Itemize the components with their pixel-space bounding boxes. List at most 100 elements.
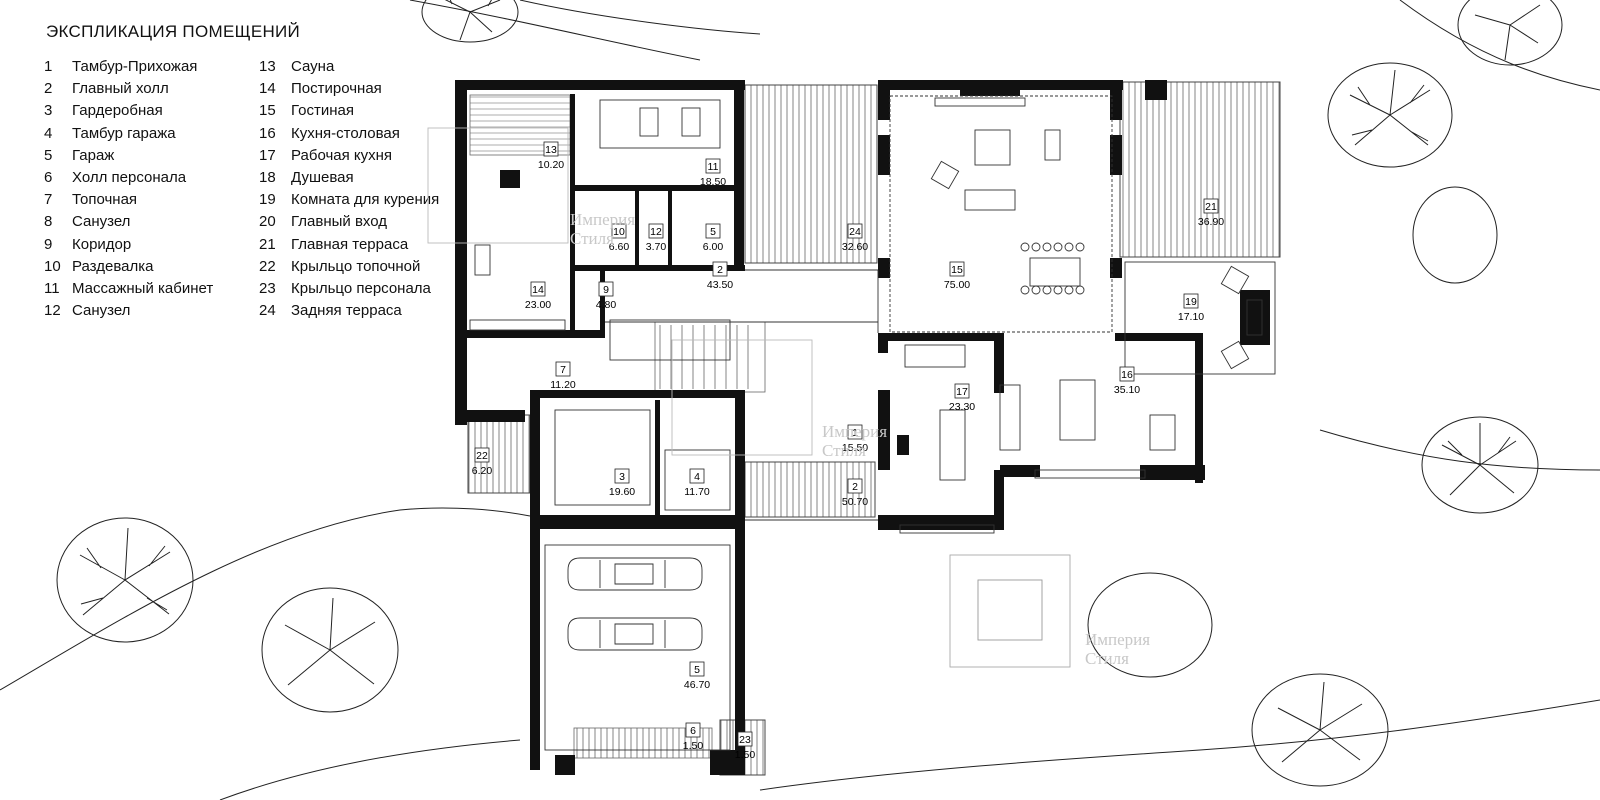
room-tag: 411.70 [684, 468, 710, 498]
tree-icon [56, 517, 194, 643]
room-tag-number: 13 [545, 144, 557, 156]
legend-item-number: 11 [44, 279, 60, 297]
legend-item-number: 17 [259, 146, 276, 164]
legend-item: 6 Холл персонала [40, 169, 255, 191]
room-tag-box [543, 141, 559, 157]
legend-item-number: 16 [259, 124, 276, 142]
room-tag-area: 32.60 [842, 241, 868, 253]
room-tag-area: 6.00 [703, 241, 724, 253]
room-tag-number: 12 [650, 226, 662, 238]
room-tag-number: 5 [710, 226, 716, 238]
legend-item-name: Сауна [291, 58, 335, 75]
room-tag-number: 6 [690, 725, 696, 737]
legend-title: ЭКСПЛИКАЦИЯ ПОМЕЩЕНИЙ [46, 22, 301, 41]
tree-icon [1457, 0, 1563, 66]
legend-item-name: Раздевалка [72, 257, 154, 275]
legend-item-name: Главная терраса [291, 235, 409, 253]
room-tag: 711.20 [550, 361, 576, 391]
legend-item-number: 20 [259, 213, 276, 231]
room-tag: 21 36.90 [1198, 198, 1224, 228]
room-tag-box [949, 261, 965, 277]
watermark-line-1: Империя [570, 210, 636, 229]
legend-item-name: Крыльцо персонала [291, 279, 431, 297]
terraces [467, 81, 1281, 776]
room-tag-box [705, 223, 721, 239]
room-tag-box [1119, 366, 1135, 382]
room-tag-box [1203, 198, 1219, 214]
room-tag-number: 22 [476, 450, 488, 462]
room-tag-box [847, 478, 863, 494]
room-tag-area: 23.30 [949, 401, 975, 413]
room-tag: 243.50 [707, 261, 733, 291]
room-tag-number: 4 [694, 471, 700, 483]
room-tag: 56.00 [703, 223, 724, 253]
room-tag-box [648, 223, 664, 239]
legend-item-number: 6 [44, 168, 53, 186]
room-tag-box [474, 447, 490, 463]
legend-item-number: 8 [44, 213, 53, 231]
room-tag-area: 4.80 [596, 299, 617, 311]
watermark: Империя Стиля [570, 210, 635, 248]
room-tag-number: 7 [560, 364, 566, 376]
room-tag-area: 75.00 [944, 279, 970, 291]
room-tag: 546.70 [684, 661, 710, 691]
room-tag-box [530, 281, 546, 297]
legend-item-number: 19 [259, 191, 276, 209]
watermark-line-1: Империя [1085, 630, 1151, 649]
legend-item-number: 24 [259, 302, 276, 320]
tree-icon [1087, 572, 1213, 678]
room-tag-area: 46.70 [684, 679, 710, 691]
room-tag-box [598, 281, 614, 297]
legend-item-number: 7 [44, 191, 53, 209]
room-tag-box [1183, 293, 1199, 309]
legend-item: 18 Душевая [255, 169, 439, 191]
room-tag-area: 1.50 [683, 740, 704, 752]
room-tag-area: 36.90 [1198, 216, 1224, 228]
room-tag-area: 23.00 [525, 299, 551, 311]
room-tag-number: 10 [613, 226, 625, 238]
room-tag: 61.50 [683, 722, 704, 752]
legend-item-name: Душевая [291, 168, 354, 186]
room-tag-number: 5 [694, 664, 700, 676]
room-tag: 115.50 [842, 424, 868, 454]
room-tag-area: 10.20 [538, 159, 564, 171]
room-tag-area: 15.50 [842, 442, 868, 454]
room-tag-box [847, 223, 863, 239]
staircase [654, 321, 766, 393]
room-tag-area: 6.20 [472, 465, 493, 477]
tree-icon [1421, 416, 1539, 514]
legend-item-name: Холл персонала [72, 168, 187, 186]
legend-item-name: Главный холл [72, 80, 169, 98]
legend-item-number: 18 [259, 168, 276, 186]
room-tag: 250.70 [842, 478, 868, 508]
room-tag-number: 23 [739, 734, 751, 746]
tree-icon [261, 587, 399, 713]
room-tag: 319.60 [609, 468, 635, 498]
watermark-line-2: Стиля [1085, 649, 1129, 668]
legend-item-name: Массажный кабинет [72, 279, 214, 297]
legend-item-number: 2 [44, 80, 53, 98]
room-tag-number: 21 [1205, 201, 1217, 213]
room-tag-box [614, 468, 630, 484]
room-tag-area: 11.70 [684, 486, 710, 498]
watermark-line-2: Стиля [822, 441, 866, 460]
room-tag: 123.70 [646, 223, 666, 253]
watermark-line-2: Стиля [570, 229, 614, 248]
room-tag-box [685, 722, 701, 738]
legend-item-number: 15 [259, 102, 276, 120]
room-tag-number: 2 [852, 481, 858, 493]
watermark: Империя Стиля [822, 422, 887, 460]
